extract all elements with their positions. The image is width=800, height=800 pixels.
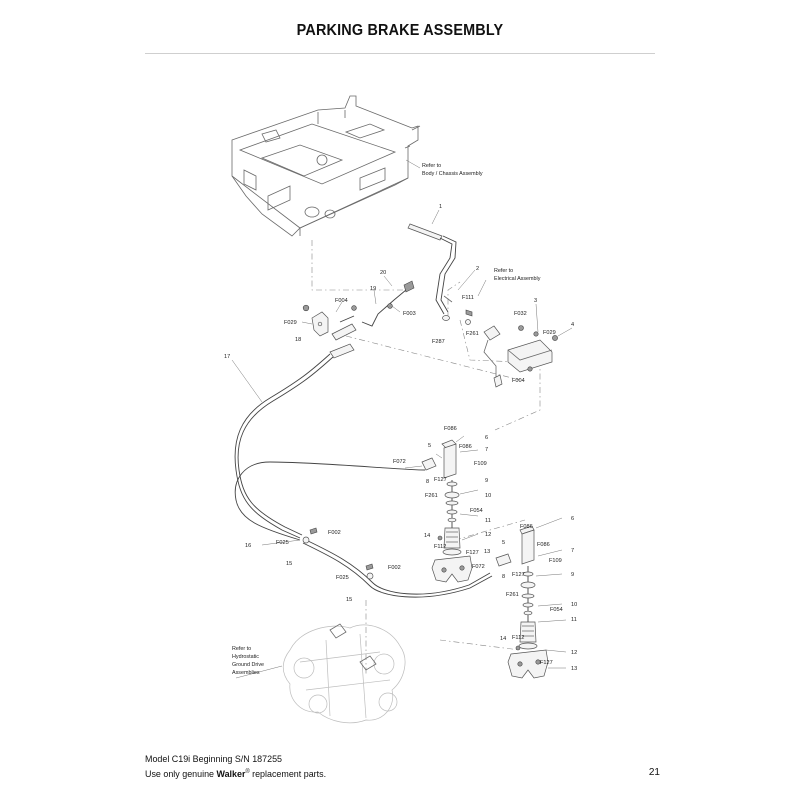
callout-15-lower: 15 bbox=[346, 597, 352, 603]
callout-F025-lower: F025 bbox=[336, 575, 349, 581]
callout-2: 2 bbox=[476, 266, 479, 272]
hydrostatic-drive-drawing bbox=[282, 623, 406, 724]
footer-genuine-parts-line: Use only genuine Walker® replacement par… bbox=[145, 766, 326, 781]
callout-R-F112: F112 bbox=[512, 635, 524, 641]
callout-R-F127-top: F127 bbox=[512, 572, 525, 578]
callout-R-5: 5 bbox=[502, 540, 505, 546]
callout-F287: F287 bbox=[432, 339, 445, 345]
callout-R-8: 8 bbox=[502, 574, 505, 580]
callout-19: 19 bbox=[370, 286, 376, 292]
callout-F032: F032 bbox=[514, 311, 527, 317]
footer-model-line: Model C19i Beginning S/N 187255 bbox=[145, 754, 283, 765]
chassis-body-drawing bbox=[231, 95, 421, 237]
callout-R-F086: F086 bbox=[537, 542, 550, 548]
ref-hydrostatic-line1: Refer to bbox=[232, 646, 251, 652]
callout-20: 20 bbox=[380, 270, 386, 276]
callout-R-F127: F127 bbox=[540, 660, 553, 666]
title-divider bbox=[145, 53, 655, 54]
callout-L-7: 7 bbox=[485, 447, 488, 453]
callout-R-9: 9 bbox=[571, 572, 574, 578]
callout-L-F054: F054 bbox=[470, 508, 483, 514]
brake-handle-drawing bbox=[407, 223, 473, 325]
callout-16: 16 bbox=[245, 543, 251, 549]
callout-L-9: 9 bbox=[485, 478, 488, 484]
callout-R-7: 7 bbox=[571, 548, 574, 554]
callout-L-F109: F109 bbox=[474, 461, 487, 467]
callout-labels: 1 2 3 4 20 19 F111 F261 F287 F003 F004 F… bbox=[224, 204, 577, 672]
page-title: PARKING BRAKE ASSEMBLY bbox=[296, 22, 504, 39]
brake-cable-drawing bbox=[234, 353, 493, 598]
callout-L-13: 13 bbox=[484, 549, 490, 555]
footer-prefix: Use only genuine bbox=[145, 769, 217, 781]
callout-R-13: 13 bbox=[571, 666, 577, 672]
callout-F002-lower: F002 bbox=[388, 565, 401, 571]
callout-L-8: 8 bbox=[426, 479, 429, 485]
callout-R-10: 10 bbox=[571, 602, 577, 608]
footer-registered-mark: ® bbox=[245, 769, 250, 775]
callout-F261-top: F261 bbox=[466, 331, 479, 337]
callout-L-F127: F127 bbox=[466, 550, 479, 556]
callout-18: 18 bbox=[295, 337, 301, 343]
right-brake-stack-drawing bbox=[495, 525, 549, 679]
callout-L-11: 11 bbox=[485, 518, 491, 524]
reference-lines bbox=[311, 240, 541, 675]
ref-electrical-line1: Refer to bbox=[494, 268, 513, 274]
callout-L-12: 12 bbox=[485, 532, 491, 538]
leader-lines bbox=[231, 159, 573, 679]
callout-F029-right: F029 bbox=[543, 330, 556, 336]
callout-L-F086: F086 bbox=[459, 444, 472, 450]
callout-F003: F003 bbox=[403, 311, 416, 317]
callout-R-F072: F072 bbox=[472, 564, 485, 570]
page-number: 21 bbox=[648, 767, 660, 778]
ref-hydrostatic-line3: Ground Drive bbox=[232, 662, 264, 668]
ref-body-chassis-line1: Refer to bbox=[422, 163, 441, 169]
callout-F111: F111 bbox=[462, 295, 474, 301]
callout-4: 4 bbox=[571, 322, 574, 328]
footer-suffix: replacement parts. bbox=[249, 769, 327, 781]
callout-L-F112: F112 bbox=[434, 544, 446, 550]
callout-R-14: 14 bbox=[500, 636, 506, 642]
switch-bracket-drawing bbox=[483, 325, 558, 388]
callout-R-F054: F054 bbox=[550, 607, 563, 613]
callout-L-F261: F261 bbox=[425, 493, 438, 499]
callout-R-F109: F109 bbox=[549, 558, 562, 564]
callout-F025-upper: F025 bbox=[276, 540, 289, 546]
callout-R-12: 12 bbox=[571, 650, 577, 656]
callout-F004-left: F004 bbox=[335, 298, 348, 304]
callout-F029-left: F029 bbox=[284, 320, 297, 326]
ref-hydrostatic-line4: Assemblies bbox=[232, 670, 260, 676]
footer-model-info: Model C19i Beginning S/N 187255 Use only… bbox=[145, 754, 326, 781]
ref-hydrostatic-line2: Hydrostatic bbox=[232, 654, 259, 660]
callout-17: 17 bbox=[224, 354, 230, 360]
callout-15-upper: 15 bbox=[286, 561, 292, 567]
footer-brand: Walker bbox=[216, 769, 246, 781]
left-brake-stack-drawing bbox=[421, 439, 473, 583]
callout-R-6: 6 bbox=[571, 516, 574, 522]
callout-L-5: 5 bbox=[428, 443, 431, 449]
ref-electrical-line2: Electrical Assembly bbox=[494, 276, 541, 282]
callout-L-F086-top: F086 bbox=[444, 426, 457, 432]
callout-L-10: 10 bbox=[485, 493, 491, 499]
callout-R-F086-top: F086 bbox=[520, 524, 533, 530]
callout-F002-upper: F002 bbox=[328, 530, 341, 536]
callout-3: 3 bbox=[534, 298, 537, 304]
callout-L-F072: F072 bbox=[393, 459, 406, 465]
callout-1: 1 bbox=[439, 204, 442, 210]
callout-R-F261: F261 bbox=[506, 592, 519, 598]
ref-body-chassis-line2: Body / Chassis Assembly bbox=[422, 171, 483, 177]
reference-notes: Refer to Body / Chassis Assembly Refer t… bbox=[232, 163, 541, 676]
callout-F004-right: F004 bbox=[512, 378, 525, 384]
callout-L-14: 14 bbox=[424, 533, 430, 539]
callout-L-F127-top: F127 bbox=[434, 477, 447, 483]
callout-R-11: 11 bbox=[571, 617, 577, 623]
callout-L-6: 6 bbox=[485, 435, 488, 441]
linkage-drawing bbox=[302, 280, 415, 359]
